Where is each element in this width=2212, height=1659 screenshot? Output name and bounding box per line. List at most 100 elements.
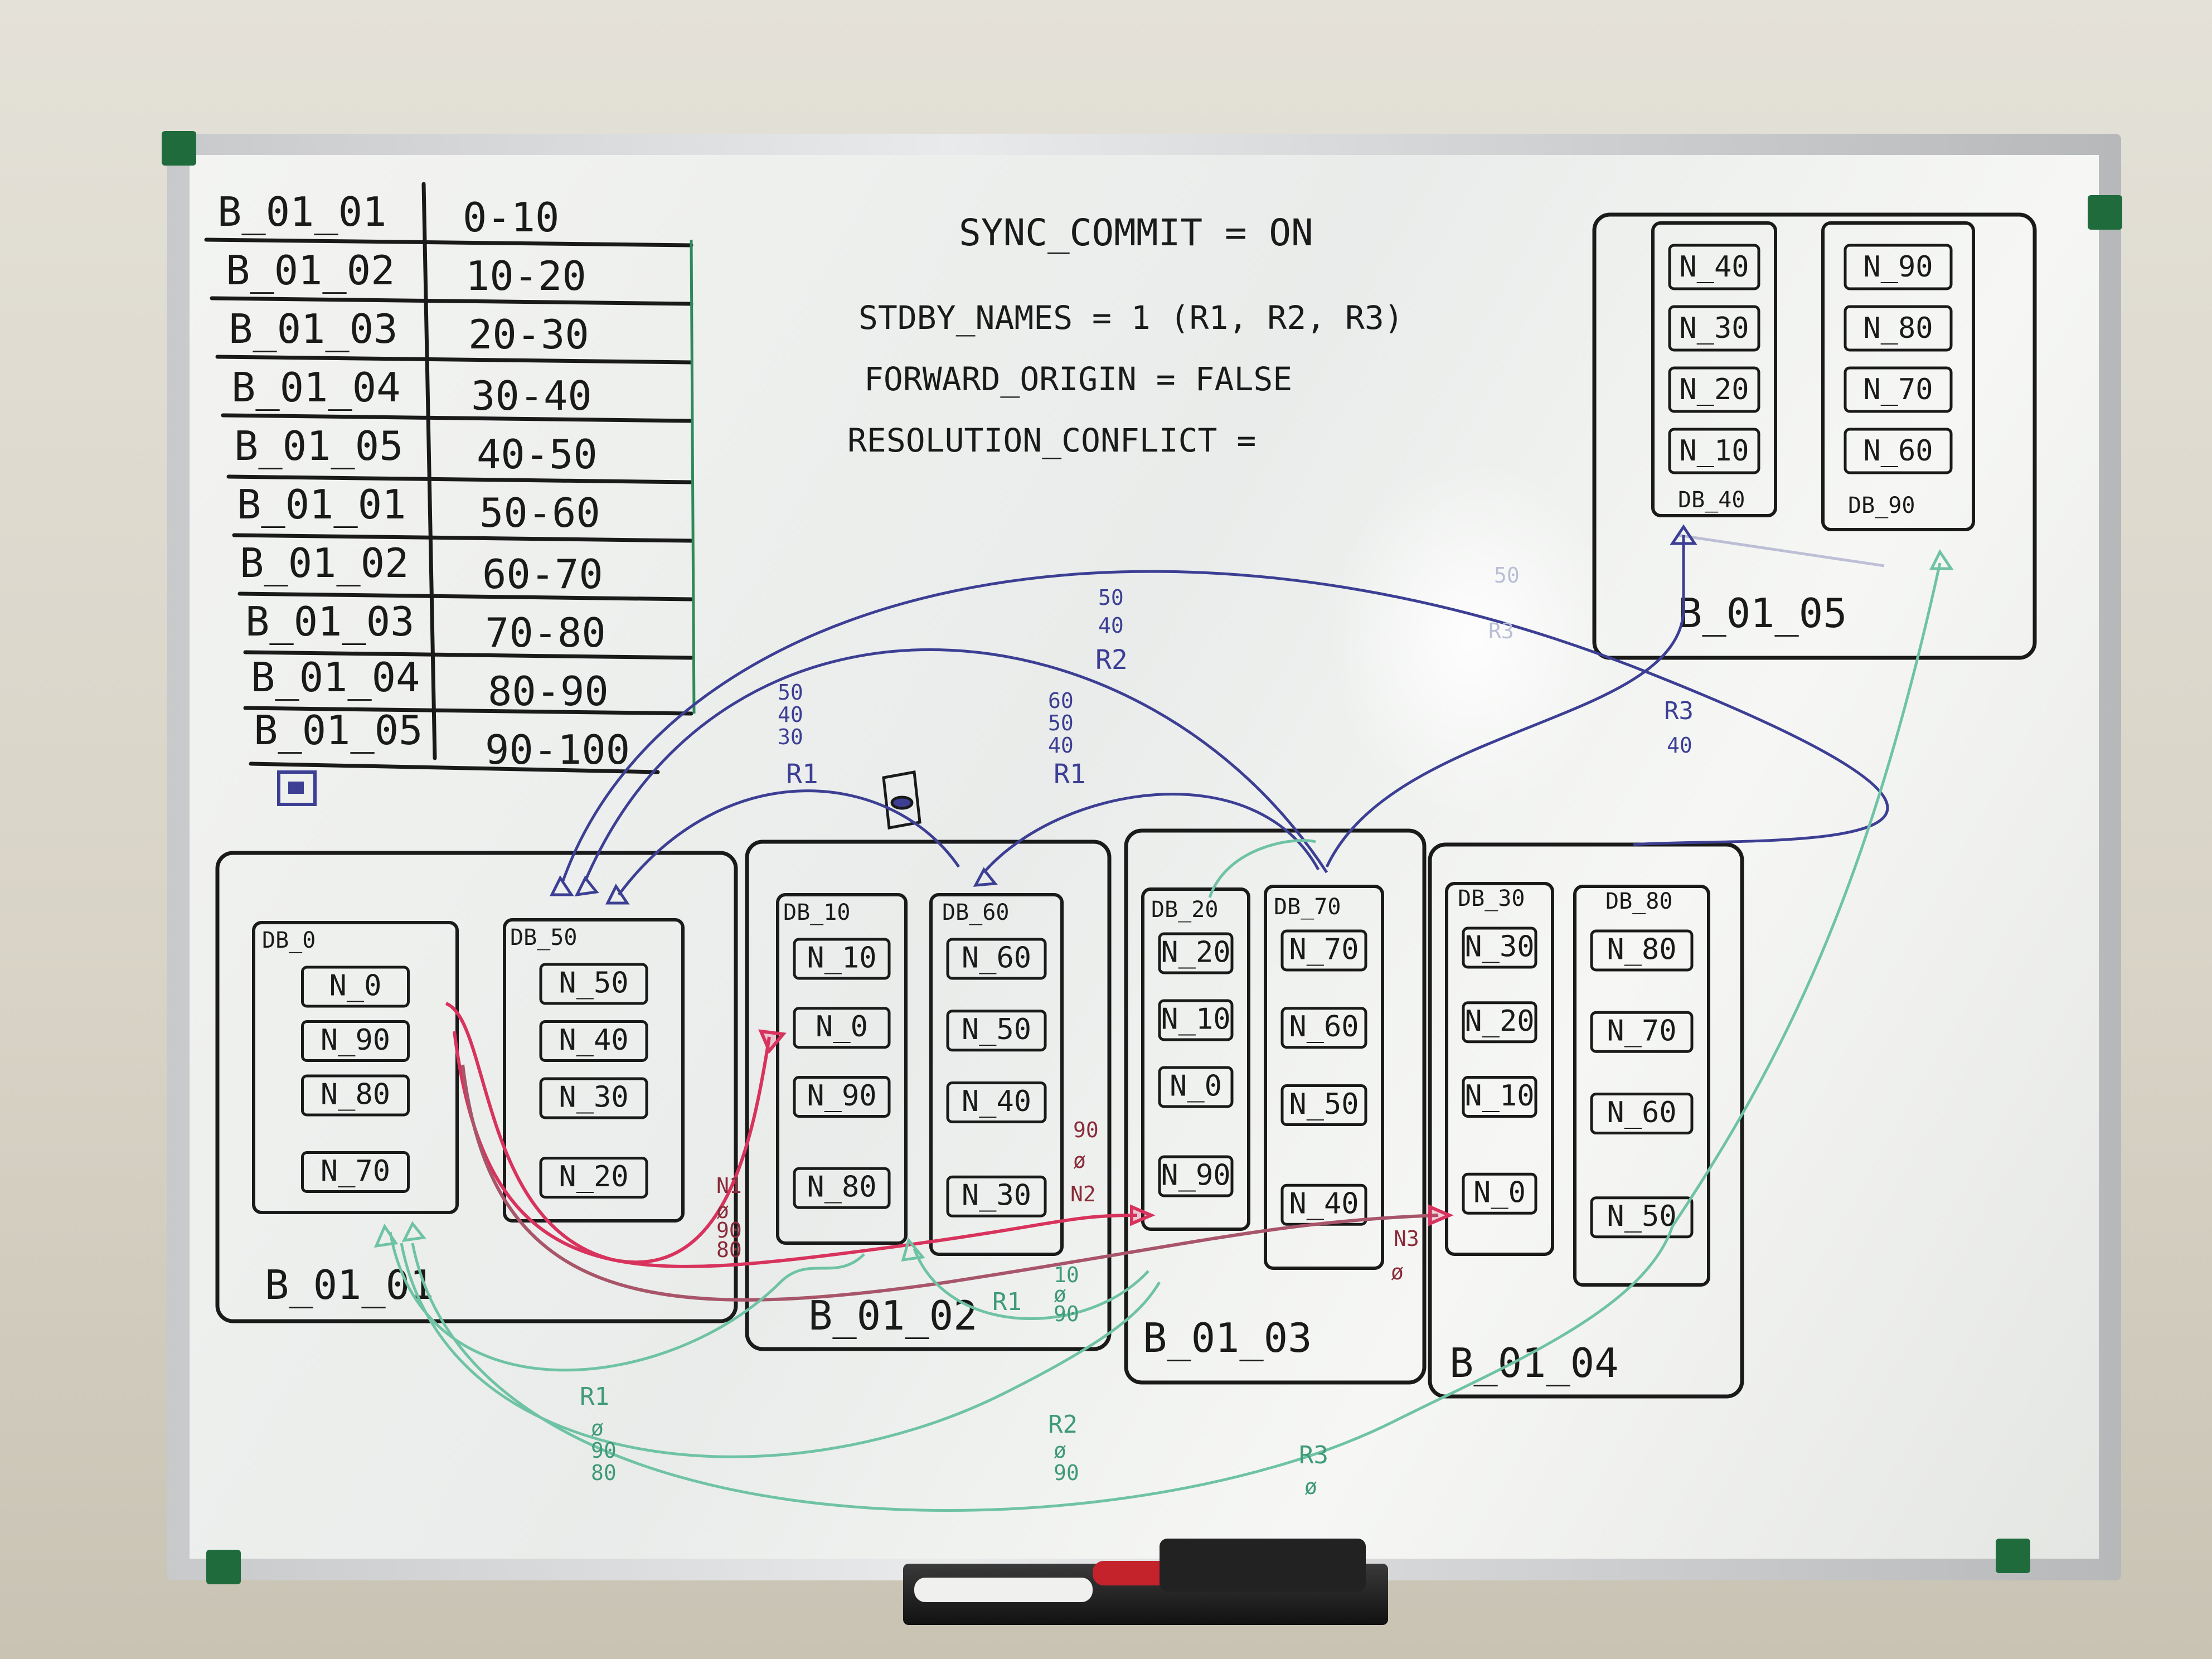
table-range: 70-80 [485, 609, 606, 656]
node-container [745, 840, 1112, 1351]
annotation-label: R2 [1048, 1410, 1078, 1439]
shard-label: N_0 [1473, 1176, 1526, 1210]
shard-label: N_70 [1863, 373, 1933, 406]
annotation-value: ø [1391, 1260, 1404, 1284]
annotation-value: 10 [1054, 1263, 1079, 1287]
node-b_01_02: B_01_02DB_10N_10N_0N_90N_80DB_60N_60N_50… [745, 840, 1112, 1351]
node-b_01_01: B_01_01DB_0N_0N_90N_80N_70DB_50N_50N_40N… [215, 851, 738, 1323]
shard-label: N_20 [1679, 373, 1749, 406]
shard-box [1280, 929, 1367, 972]
setting-sync-commit: SYNC_COMMIT = ON [959, 211, 1313, 254]
node-b_01_03: B_01_03DB_20N_20N_10N_0N_90DB_70N_70N_60… [1124, 828, 1427, 1385]
node-container [1592, 212, 2037, 660]
shard-label: N_60 [1289, 1010, 1359, 1044]
shard-box [1844, 366, 1953, 413]
table-bucket: B_01_02 [226, 247, 395, 294]
db-label: DB_50 [510, 925, 577, 950]
table-bucket: B_01_04 [231, 364, 400, 411]
annotation-label: R3 [1664, 697, 1694, 725]
shard-label: N_50 [1607, 1200, 1676, 1233]
annotation-label: N2 [1070, 1182, 1096, 1206]
node-label: B_01_05 [1678, 590, 1847, 637]
table-range: 90-100 [485, 726, 630, 773]
shard-box [1590, 1196, 1694, 1239]
setting-forward-origin: FORWARD_ORIGIN = FALSE [864, 360, 1292, 398]
shard-label: N_90 [1161, 1158, 1230, 1192]
shard-box [1844, 428, 1953, 474]
annotation-value: ø [1054, 1438, 1066, 1463]
shard-label: N_50 [1289, 1088, 1359, 1121]
shard-box [539, 1020, 648, 1062]
shard-box [1590, 1093, 1694, 1134]
frame-corner-tl [162, 131, 196, 166]
shard-box [946, 1081, 1047, 1123]
shard-box [1590, 929, 1694, 972]
shard-label: N_80 [807, 1171, 876, 1204]
shard-label: N_50 [559, 966, 628, 1000]
shard-label: N_80 [1607, 933, 1676, 966]
board-eraser[interactable] [1160, 1539, 1366, 1592]
shard-label: N_20 [1161, 935, 1230, 969]
shard-box [1462, 926, 1537, 969]
shard-box [1158, 1066, 1234, 1108]
db-label: DB_60 [942, 900, 1009, 925]
node-label: B_01_03 [1143, 1314, 1312, 1361]
marker-red[interactable] [1093, 1561, 1171, 1585]
shard-label: N_30 [1464, 930, 1534, 963]
shard-label: N_30 [1679, 312, 1749, 345]
table-bucket: B_01_05 [254, 707, 423, 754]
db-column [776, 893, 908, 1245]
annotation-value: 50 [1048, 711, 1074, 735]
shard-label: N_70 [1289, 933, 1359, 966]
db-column [929, 893, 1064, 1256]
shard-box [1158, 1155, 1234, 1197]
db-label: DB_80 [1605, 889, 1672, 914]
whiteboard-surface [190, 155, 2099, 1559]
db-label: DB_10 [783, 900, 850, 925]
table-range: 20-30 [468, 311, 589, 358]
db-column [1264, 885, 1384, 1270]
shard-label: N_20 [1464, 1005, 1534, 1038]
setting-standby-names: STDBY_NAMES = 1 (R1, R2, R3) [858, 299, 1404, 337]
green-replication-arrows [373, 549, 1954, 1512]
shard-box [1668, 244, 1760, 290]
db-column [1651, 221, 1777, 517]
annotation-value: 50 [778, 680, 803, 705]
db-label: DB_70 [1274, 894, 1341, 920]
node-b_01_05: B_01_05DB_40N_40N_30N_20N_10DB_90N_90N_8… [1592, 212, 2037, 660]
shard-box [793, 938, 891, 980]
shard-box [1280, 1084, 1367, 1126]
shard-box [1590, 1011, 1694, 1053]
setting-resolution-conflict: RESOLUTION_CONFLICT = [847, 421, 1256, 459]
shard-box [301, 966, 410, 1008]
shard-label: N_60 [1863, 434, 1933, 468]
table-range: 60-70 [482, 551, 603, 598]
annotation-value: 90 [716, 1218, 742, 1243]
db-column [1573, 885, 1710, 1287]
shard-label: N_20 [559, 1160, 628, 1194]
frame-corner-bl [206, 1550, 241, 1584]
annotation-value: 80 [716, 1238, 742, 1262]
shard-box [301, 1151, 410, 1193]
db-column [1141, 887, 1250, 1231]
shard-box [1668, 428, 1760, 474]
table-bucket: B_01_01 [237, 481, 406, 528]
shard-label: N_80 [1863, 312, 1933, 345]
shard-box [946, 1010, 1047, 1052]
red-sync-arrows [445, 1002, 1454, 1302]
table-bucket: B_01_03 [229, 305, 397, 352]
annotation-label: N1 [716, 1173, 742, 1198]
shard-box [301, 1074, 410, 1117]
square-glyph-icon [277, 770, 317, 806]
shard-box [793, 1167, 891, 1209]
shard-box [1462, 1076, 1537, 1118]
marker-white[interactable] [914, 1578, 1093, 1602]
shard-label: N_60 [1607, 1096, 1676, 1129]
annotation-value: 40 [778, 702, 803, 727]
annotation-value: 90 [1073, 1118, 1099, 1142]
shard-label: N_90 [807, 1079, 876, 1113]
shard-label: N_40 [559, 1023, 628, 1057]
annotation-value: ø [1304, 1474, 1317, 1499]
shard-label: N_10 [1464, 1079, 1534, 1113]
